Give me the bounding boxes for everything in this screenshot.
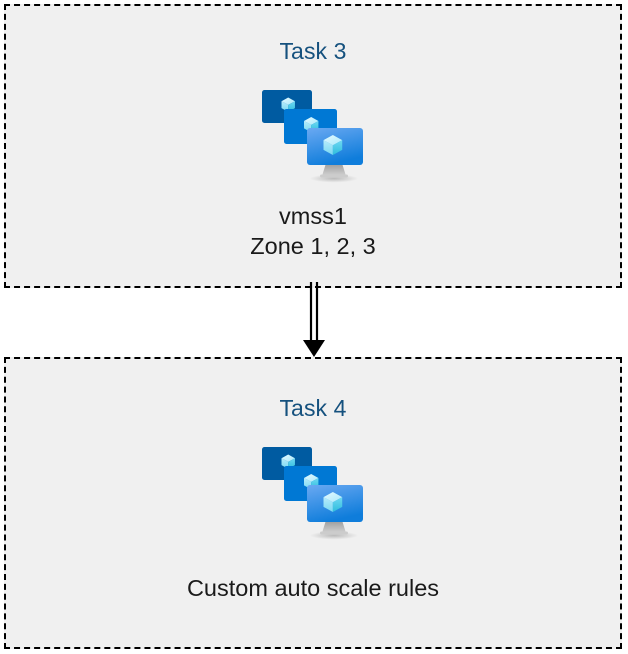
task-labels: vmss1 Zone 1, 2, 3 <box>250 201 375 261</box>
task-node-task-3[interactable]: Task 3 <box>4 4 622 288</box>
task-label-line: vmss1 <box>279 203 347 229</box>
task-label-line: Custom auto scale rules <box>186 575 440 601</box>
azure-vm-scale-set-icon <box>262 90 363 183</box>
task-title: Task 3 <box>279 38 347 64</box>
task-label-line: Zone 1, 2, 3 <box>250 233 376 259</box>
azure-vm-scale-set-icon <box>262 447 363 540</box>
task-node-task-4[interactable]: Task 4 <box>4 357 622 649</box>
connector-arrow-task3-to-task4 <box>303 282 325 357</box>
task-title: Task 4 <box>279 395 347 421</box>
task-labels: Custom auto scale rules <box>187 573 439 603</box>
